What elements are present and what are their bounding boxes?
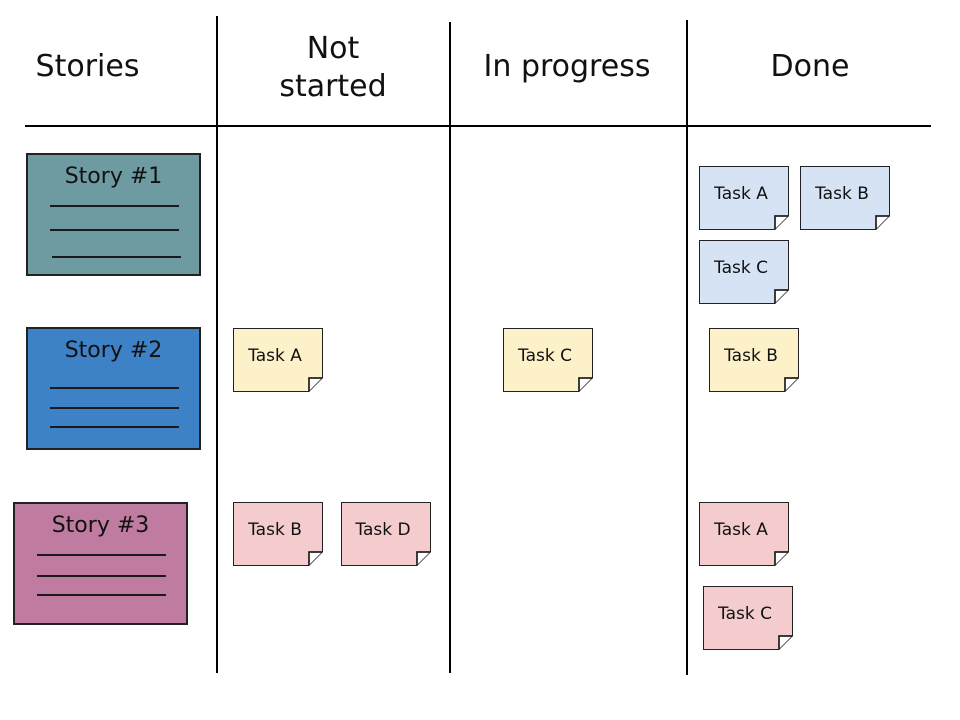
story-line xyxy=(37,554,166,556)
note-fold-corner xyxy=(874,214,890,230)
note-fold-corner xyxy=(415,550,431,566)
column-header-done: Done xyxy=(770,49,850,84)
story-line xyxy=(50,205,179,207)
task-note-s3-not-started-b[interactable]: Task B xyxy=(233,502,323,566)
story-line xyxy=(37,575,166,577)
task-note-s1-done-b[interactable]: Task B xyxy=(800,166,890,230)
task-note-s1-done-c[interactable]: Task C xyxy=(699,240,789,304)
story-line xyxy=(52,256,181,258)
task-note-s3-done-a[interactable]: Task A xyxy=(699,502,789,566)
note-fold-corner xyxy=(773,288,789,304)
story-card-3[interactable]: Story #3 xyxy=(13,502,188,625)
task-label: Task B xyxy=(724,346,778,366)
task-label: Task C xyxy=(518,346,572,366)
task-note-s1-done-a[interactable]: Task A xyxy=(699,166,789,230)
note-fold-corner xyxy=(773,214,789,230)
column-header-in-progress: In progress xyxy=(483,49,651,84)
task-note-s3-done-c[interactable]: Task C xyxy=(703,586,793,650)
story-line xyxy=(50,229,179,231)
story-line xyxy=(37,594,166,596)
task-label: Task B xyxy=(815,184,869,204)
note-fold-corner xyxy=(307,376,323,392)
task-label: Task C xyxy=(714,258,768,278)
task-label: Task A xyxy=(714,520,768,540)
story-line xyxy=(50,387,179,389)
story-card-2[interactable]: Story #2 xyxy=(26,327,201,450)
task-label: Task C xyxy=(718,604,772,624)
story-card-1[interactable]: Story #1 xyxy=(26,153,201,276)
note-fold-corner xyxy=(307,550,323,566)
story-line xyxy=(50,407,179,409)
note-fold-corner xyxy=(777,634,793,650)
story-title: Story #3 xyxy=(51,513,150,538)
note-fold-corner xyxy=(773,550,789,566)
story-title: Story #2 xyxy=(64,338,163,363)
column-divider-3 xyxy=(686,20,688,675)
task-note-s2-not-started-a[interactable]: Task A xyxy=(233,328,323,392)
story-line xyxy=(50,426,179,428)
task-note-s2-done-b[interactable]: Task B xyxy=(709,328,799,392)
column-divider-2 xyxy=(449,22,451,673)
column-divider-1 xyxy=(216,16,218,673)
note-fold-corner xyxy=(783,376,799,392)
task-label: Task A xyxy=(714,184,768,204)
note-fold-corner xyxy=(577,376,593,392)
task-label: Task B xyxy=(248,520,302,540)
task-label: Task A xyxy=(248,346,302,366)
column-header-stories: Stories xyxy=(35,49,140,84)
story-title: Story #1 xyxy=(64,164,163,189)
task-note-s2-in-progress-c[interactable]: Task C xyxy=(503,328,593,392)
task-note-s3-not-started-d[interactable]: Task D xyxy=(341,502,431,566)
task-label: Task D xyxy=(355,520,411,540)
header-divider xyxy=(25,125,931,127)
column-header-not-started: Not started xyxy=(279,31,387,104)
